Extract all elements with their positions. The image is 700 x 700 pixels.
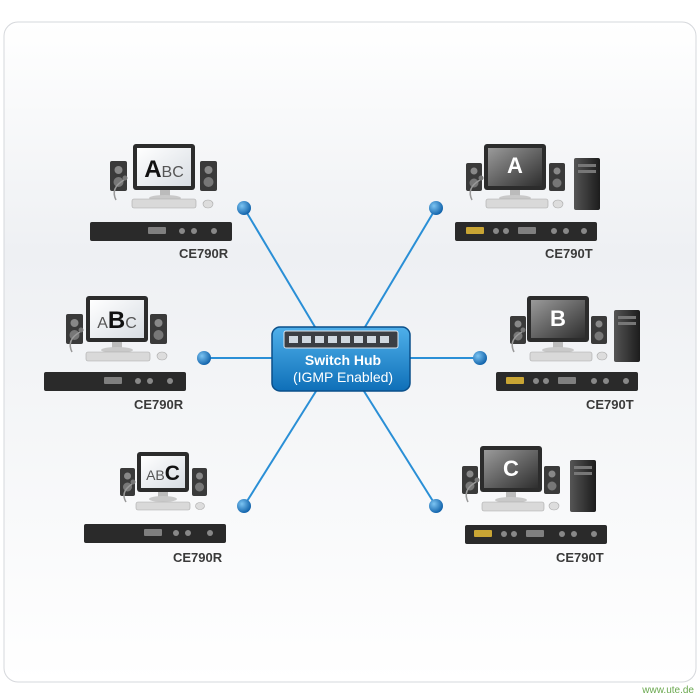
screen-letter: A (507, 153, 523, 178)
receiver-label-3: CE790R (173, 550, 223, 565)
microphone-icon (469, 175, 484, 201)
keyboard-icon (135, 501, 205, 511)
keyboard-icon (481, 501, 560, 512)
screen-letter-highlight: A (144, 156, 161, 183)
connector-line (243, 207, 319, 333)
microphone-icon (123, 479, 136, 503)
connector-node (473, 351, 487, 365)
screen-letter: C (503, 456, 519, 481)
transmitter-label-b: CE790T (586, 397, 634, 412)
transmitter-station-b: B (496, 296, 640, 391)
screen-text: ABC (97, 307, 137, 334)
screen-letters-before: AB (146, 467, 165, 483)
connector-line (243, 387, 319, 507)
connector-nodes (197, 201, 487, 513)
connector-line (361, 387, 437, 507)
monitor-icon (480, 446, 542, 503)
monitor-icon (86, 296, 148, 353)
transmitter-label-a: CE790T (545, 246, 593, 261)
screen-letter: B (550, 306, 566, 331)
microphone-icon (69, 327, 84, 353)
monitor-icon (484, 144, 546, 201)
speaker-icon (466, 163, 565, 191)
receiver-station-2: ABC (44, 296, 186, 391)
connector-node (197, 351, 211, 365)
speaker-icon (462, 466, 560, 494)
connector-node (237, 499, 251, 513)
microphone-icon (465, 477, 480, 503)
keyboard-icon (131, 198, 214, 209)
screen-text: ABC (144, 156, 184, 183)
pc-tower-icon (574, 158, 600, 210)
monitor-icon (133, 144, 195, 201)
microphone-icon (113, 175, 128, 201)
speaker-icon (510, 316, 607, 344)
screen-text: ABC (146, 462, 180, 485)
receiver-station-3: ABC (84, 452, 226, 543)
screen-letters-before: A (97, 315, 108, 332)
connector-node (429, 201, 443, 215)
receiver-station-1: ABC (90, 144, 232, 241)
connector-node (429, 499, 443, 513)
hub-title: Switch Hub (304, 352, 382, 368)
receiver-label-1: CE790R (179, 246, 229, 261)
screen-letters-rest: BC (162, 164, 184, 181)
screen-letters-after: C (125, 315, 137, 332)
monitor-icon (527, 296, 589, 353)
switch-hub (271, 326, 411, 392)
keyboard-icon (485, 198, 564, 209)
pc-tower-icon (570, 460, 596, 512)
connector-line (361, 207, 437, 333)
keyboard-icon (529, 351, 608, 362)
monitor-icon (137, 452, 189, 502)
connector-node (237, 201, 251, 215)
connector-lines (205, 207, 479, 507)
speaker-icon (110, 161, 217, 191)
screen-letter-highlight: C (165, 462, 180, 485)
speaker-icon (120, 468, 207, 496)
transmitter-station-a: A (455, 144, 600, 241)
receiver-label-2: CE790R (134, 397, 184, 412)
hub-subtitle: (IGMP Enabled) (292, 369, 394, 385)
keyboard-icon (85, 351, 168, 362)
pc-tower-icon (614, 310, 640, 362)
transmitter-station-c: C (462, 446, 607, 544)
microphone-icon (511, 327, 526, 353)
screen-letter-highlight: B (108, 307, 125, 334)
transmitter-label-c: CE790T (556, 550, 604, 565)
footer-url: www.ute.de (642, 685, 694, 696)
